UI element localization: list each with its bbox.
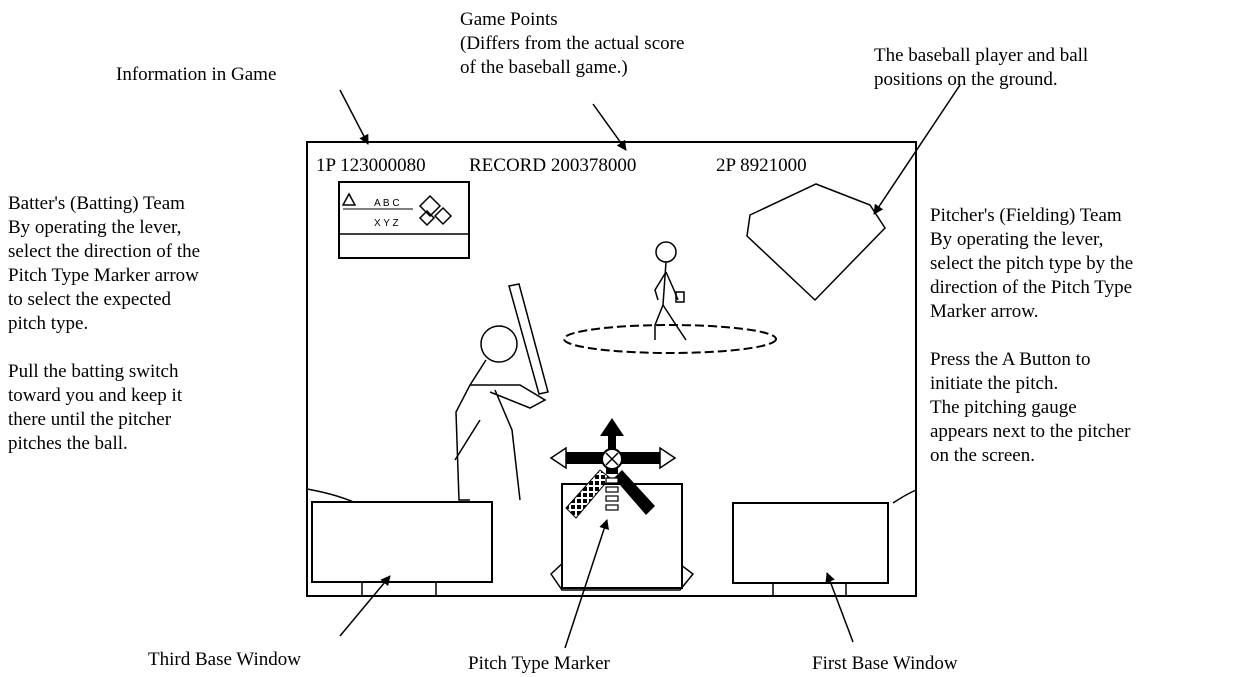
arrow-player-positions — [873, 84, 961, 215]
batter-desc-line-6: pitch type. — [8, 313, 89, 334]
arrow-first-base-window — [825, 572, 854, 643]
pitcher-instr-line-4: appears next to the pitcher — [930, 421, 1131, 442]
bases-mini-icon — [418, 194, 453, 227]
game-points-line-2: (Differs from the actual score — [460, 33, 685, 54]
inning-bottom-letters: X Y Z — [374, 218, 399, 229]
score-1p: 1P 123000080 — [316, 155, 426, 176]
pitcher-instr-line-3: The pitching gauge — [930, 397, 1077, 418]
score-2p: 2P 8921000 — [716, 155, 807, 176]
game-screen-frame — [306, 141, 917, 597]
pitcher-desc-line-4: direction of the Pitch Type — [930, 277, 1132, 298]
player-positions-line-1: The baseball player and ball — [874, 45, 1089, 66]
batter-figure — [454, 283, 549, 501]
inning-info-panel: A B C X Y Z — [338, 181, 470, 259]
triangle-icon — [341, 192, 357, 206]
pitcher-team-description: Pitcher's (Fielding) Team By operating t… — [930, 204, 1133, 468]
ground-curve-right — [892, 489, 917, 504]
batter-desc-line-1: Batter's (Batting) Team — [8, 193, 185, 214]
label-player-positions: The baseball player and ball positions o… — [874, 44, 1088, 92]
label-game-points: Game Points (Differs from the actual sco… — [460, 8, 684, 80]
arrow-info-in-game — [339, 89, 369, 145]
pitcher-instr-line-2: initiate the pitch. — [930, 373, 1059, 394]
pitcher-figure — [654, 241, 687, 341]
batter-instr-line-1: Pull the batting switch — [8, 361, 179, 382]
pitcher-instr-line-5: on the screen. — [930, 445, 1035, 466]
third-base-window — [311, 501, 493, 596]
label-pitch-type-marker: Pitch Type Marker — [468, 653, 610, 674]
pitch-type-marker — [549, 418, 683, 589]
inning-top-letters: A B C — [374, 198, 400, 209]
batter-team-description: Batter's (Batting) Team By operating the… — [8, 192, 200, 456]
game-points-line-1: Game Points — [460, 9, 558, 30]
batter-desc-line-4: Pitch Type Marker arrow — [8, 265, 199, 286]
arrow-third-base-window — [339, 575, 391, 637]
batter-desc-line-3: select the direction of the — [8, 241, 201, 262]
batter-desc-line-5: to select the expected — [8, 289, 172, 310]
pitcher-instr-line-1: Press the A Button to — [930, 349, 1091, 370]
arrow-pitch-type-marker — [564, 519, 609, 649]
game-points-line-3: of the baseball game.) — [460, 57, 628, 78]
label-third-base-window: Third Base Window — [148, 649, 301, 670]
label-first-base-window: First Base Window — [812, 653, 958, 674]
pitcher-desc-line-5: Marker arrow. — [930, 301, 1039, 322]
batter-desc-line-2: By operating the lever, — [8, 217, 182, 238]
record-score: RECORD 200378000 — [469, 155, 636, 176]
pitcher-desc-line-1: Pitcher's (Fielding) Team — [930, 205, 1122, 226]
batter-instr-line-3: there until the pitcher — [8, 409, 172, 430]
arrow-game-points — [592, 103, 627, 151]
batter-instr-line-2: toward you and keep it — [8, 385, 183, 406]
field-diagram — [746, 183, 886, 302]
pitcher-mound — [563, 324, 777, 354]
pitcher-desc-line-3: select the pitch type by the — [930, 253, 1134, 274]
player-positions-line-2: positions on the ground. — [874, 69, 1058, 90]
pitcher-desc-line-2: By operating the lever, — [930, 229, 1104, 250]
batter-instr-line-4: pitches the ball. — [8, 433, 128, 454]
label-info-in-game: Information in Game — [116, 64, 277, 85]
first-base-window — [732, 502, 889, 596]
